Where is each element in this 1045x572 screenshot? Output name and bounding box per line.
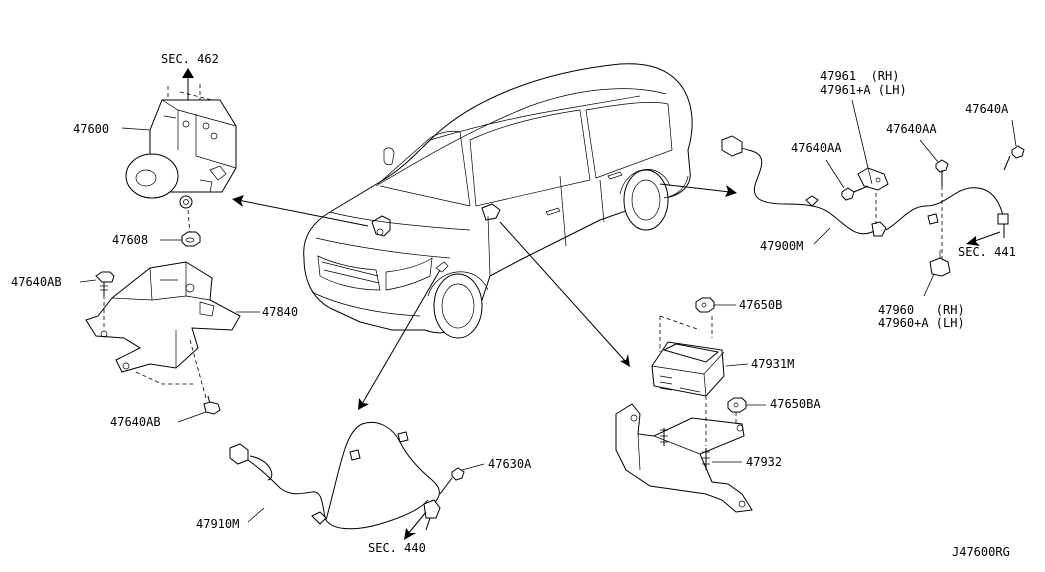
label-47931m: 47931M [751, 357, 794, 371]
bracket-47840 [85, 261, 260, 399]
label-47640a-right: 47640A [965, 102, 1009, 116]
nut-47650ba [727, 397, 766, 413]
label-47840: 47840 [262, 305, 298, 319]
car-pointer-arrows [232, 183, 737, 410]
wheel-sensor-47960 [923, 250, 951, 297]
bracket-47961 [851, 99, 889, 191]
label-47910m: 47910M [196, 517, 239, 531]
label-47960-lh: 47960+A (LH) [878, 316, 965, 330]
bolt-47640a-right [1003, 119, 1025, 171]
label-47640ab-top: 47640AB [11, 275, 62, 289]
diagram-code: J47600RG [952, 545, 1010, 559]
part-labels: SEC. 462 47600 47608 47640AB 47840 47640… [11, 52, 1016, 559]
label-47961-rh: 47961 (RH) [820, 69, 899, 83]
label-47608: 47608 [112, 233, 148, 247]
bolt-47640aa-mid [825, 159, 869, 201]
bracket-47932 [615, 396, 753, 513]
label-47650ba: 47650BA [770, 397, 821, 411]
label-47630a: 47630A [488, 457, 532, 471]
grommet-47608 [160, 209, 201, 247]
front-sensor-harness-47910m [229, 422, 485, 540]
sec-441-label: SEC. 441 [958, 245, 1016, 259]
yaw-sensor-47931m [651, 297, 749, 397]
label-47961-lh: 47961+A (LH) [820, 83, 907, 97]
label-47640aa-mid: 47640AA [791, 141, 842, 155]
rear-sensor-harness-47900m [721, 135, 1009, 260]
label-47932: 47932 [746, 455, 782, 469]
sec-440-label: SEC. 440 [368, 541, 426, 555]
label-47900m: 47900M [760, 239, 803, 253]
bolt-47640aa-right [919, 139, 949, 186]
sec-462-label: SEC. 462 [161, 52, 219, 66]
bolt-47640ab-bottom [177, 395, 221, 423]
abs-actuator-47600 [121, 68, 237, 209]
label-47650b: 47650B [739, 298, 782, 312]
label-47640aa-right: 47640AA [886, 122, 937, 136]
label-47640ab-bottom: 47640AB [110, 415, 161, 429]
label-47600: 47600 [73, 122, 109, 136]
car-illustration [303, 63, 693, 339]
label-47960-rh: 47960 (RH) [878, 303, 965, 317]
bolt-47640ab-top [79, 271, 115, 296]
